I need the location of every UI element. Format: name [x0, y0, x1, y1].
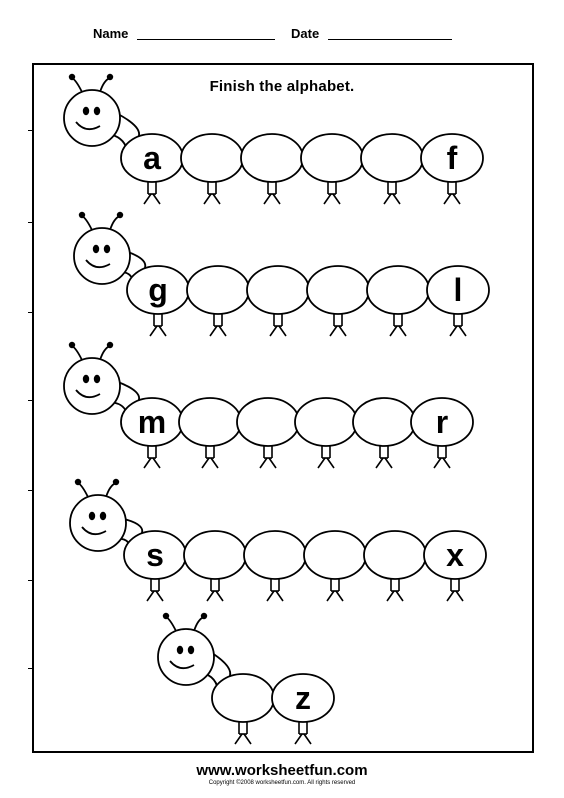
body-segment	[246, 265, 310, 337]
body-segment: s	[123, 530, 187, 602]
leg-icon	[375, 444, 393, 469]
leg-icon	[259, 444, 277, 469]
caterpillar-head-icon	[157, 628, 215, 686]
margin-tick	[28, 668, 34, 669]
segment-letter: m	[138, 404, 166, 440]
body-segment	[300, 133, 364, 205]
antenna-icon	[68, 341, 114, 361]
segment-letter: s	[146, 537, 164, 573]
leg-icon	[234, 720, 252, 745]
caterpillar: z	[157, 612, 335, 745]
body-segment	[236, 397, 300, 469]
segment-letter: a	[143, 140, 161, 176]
body-segment	[366, 265, 430, 337]
worksheet-title: Finish the alphabet.	[209, 78, 355, 95]
antenna-icon	[74, 478, 120, 498]
body-segment	[294, 397, 358, 469]
leg-icon	[383, 180, 401, 205]
antenna-icon	[68, 73, 114, 93]
body-segment	[178, 397, 242, 469]
body-segment	[306, 265, 370, 337]
worksheet-frame	[32, 63, 534, 753]
body-segment: x	[423, 530, 487, 602]
body-segment	[363, 530, 427, 602]
body-segment	[186, 265, 250, 337]
footer-copyright: Copyright ©2008 worksheetfun.com. All ri…	[208, 780, 356, 786]
segment-letter: f	[447, 140, 458, 176]
antenna-icon	[162, 612, 208, 632]
leg-icon	[317, 444, 335, 469]
leg-icon	[329, 312, 347, 337]
leg-icon	[203, 180, 221, 205]
margin-tick	[28, 130, 34, 131]
leg-icon	[209, 312, 227, 337]
body-segment: a	[120, 133, 184, 205]
leg-icon	[143, 180, 161, 205]
leg-icon	[389, 312, 407, 337]
segment-letter: z	[295, 680, 311, 716]
segment-letter: x	[446, 537, 464, 573]
leg-icon	[266, 577, 284, 602]
body-segment	[240, 133, 304, 205]
caterpillar-head-icon	[69, 494, 127, 552]
body-segment	[352, 397, 416, 469]
segment-letter: l	[454, 272, 463, 308]
body-segment: l	[426, 265, 490, 337]
leg-icon	[149, 312, 167, 337]
leg-icon	[263, 180, 281, 205]
leg-icon	[206, 577, 224, 602]
body-segment: f	[420, 133, 484, 205]
body-segment: m	[120, 397, 184, 469]
body-segment: g	[126, 265, 190, 337]
body-segment: r	[410, 397, 474, 469]
body-segment	[183, 530, 247, 602]
name-label: Name	[93, 26, 129, 41]
segment-letter: r	[436, 404, 448, 440]
antenna-icon	[78, 211, 124, 231]
caterpillar-head-icon	[73, 227, 131, 285]
caterpillar-head-icon	[63, 357, 121, 415]
body-segment	[243, 530, 307, 602]
body-segment: z	[271, 673, 335, 745]
leg-icon	[446, 577, 464, 602]
body-segment	[180, 133, 244, 205]
leg-icon	[294, 720, 312, 745]
header: Name Date	[0, 24, 564, 46]
leg-icon	[201, 444, 219, 469]
body-segment	[303, 530, 367, 602]
margin-tick	[28, 580, 34, 581]
leg-icon	[323, 180, 341, 205]
leg-icon	[449, 312, 467, 337]
leg-icon	[326, 577, 344, 602]
leg-icon	[443, 180, 461, 205]
margin-tick	[28, 312, 34, 313]
date-field[interactable]	[328, 39, 452, 40]
leg-icon	[143, 444, 161, 469]
segment-letter: g	[148, 272, 168, 308]
body-segment	[211, 673, 275, 745]
leg-icon	[269, 312, 287, 337]
caterpillar-head-icon	[63, 89, 121, 147]
margin-tick	[28, 490, 34, 491]
leg-icon	[146, 577, 164, 602]
leg-icon	[386, 577, 404, 602]
margin-tick	[28, 400, 34, 401]
body-segment	[360, 133, 424, 205]
margin-tick	[28, 222, 34, 223]
leg-icon	[433, 444, 451, 469]
date-label: Date	[291, 26, 320, 41]
name-field[interactable]	[137, 39, 275, 40]
footer-url: www.worksheetfun.com	[196, 762, 368, 779]
